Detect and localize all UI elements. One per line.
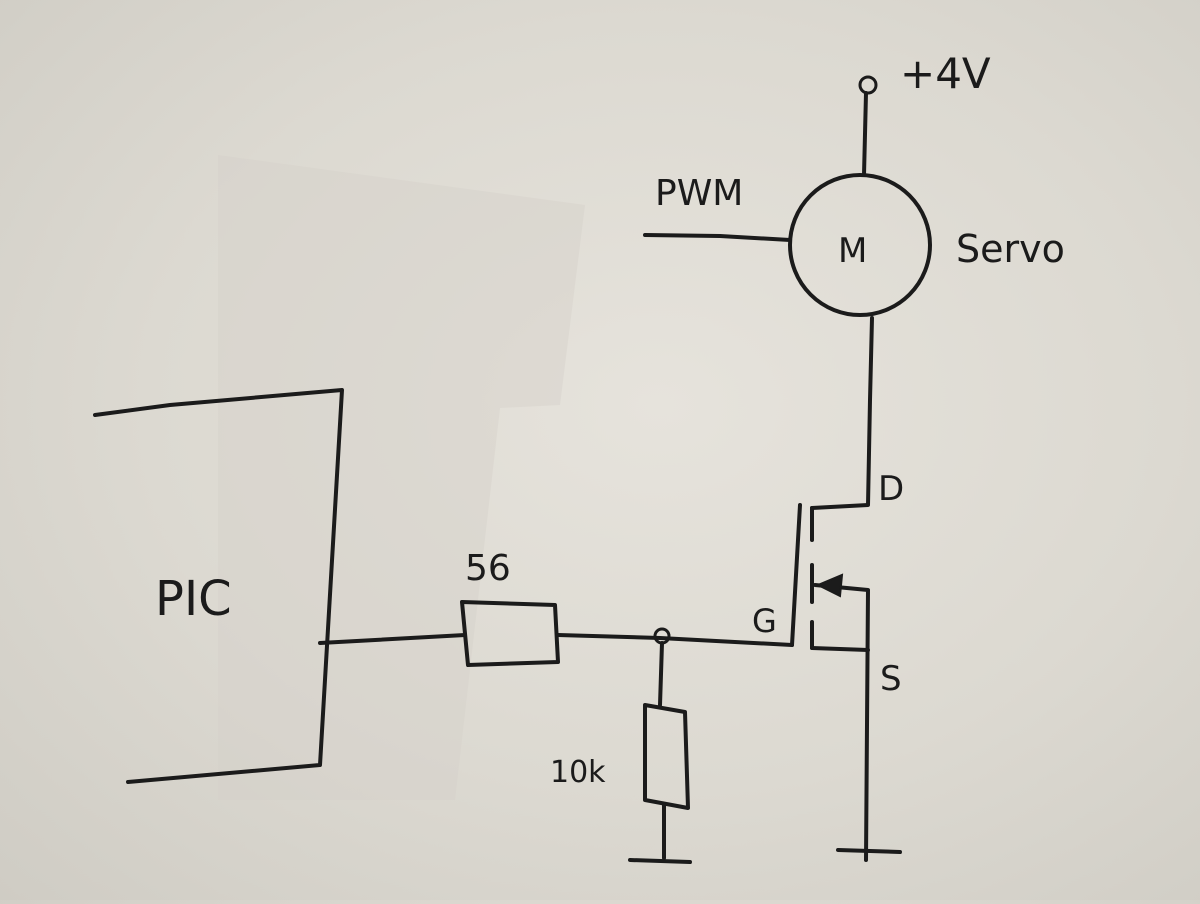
pwm-input: PWM [643,173,792,242]
mosfet-arrow [815,573,844,598]
pwm-label: PWM [655,173,743,214]
source-connection [810,646,870,652]
pwm-wire [643,233,792,242]
source-wire [813,583,870,862]
pic-block: PIC [93,388,344,784]
gate-wire [556,633,794,647]
pic-output-wire [318,633,467,645]
gate-resistor: 56 [460,548,560,667]
gate-resistor-body [460,600,560,667]
servo-motor: M Servo [788,173,1065,317]
gate-resistor-label: 56 [465,548,511,589]
motor-label: M [838,231,867,271]
mosfet: D G S [752,469,904,862]
pulldown-wire-top [658,641,664,707]
mosfet-gate-plate [790,503,802,647]
supply-label: +4V [900,49,991,98]
pulldown-resistor-label: 10k [550,755,606,790]
ground-symbol-right [836,848,902,854]
supply-wire [862,91,868,177]
drain-wire [810,316,874,510]
ground-symbol-left [628,858,692,864]
motor-circle [788,173,932,317]
source-label: S [880,659,902,699]
servo-label: Servo [956,227,1065,271]
gate-label: G [752,602,777,640]
pic-label: PIC [155,571,232,627]
supply-terminal-circle [858,75,878,95]
drain-label: D [878,469,904,509]
pic-outline [93,388,344,784]
paper-shadow [218,155,585,800]
supply-terminal: +4V [858,49,991,177]
pulldown-resistor: 10k [550,703,690,810]
pulldown-resistor-body [643,703,690,810]
